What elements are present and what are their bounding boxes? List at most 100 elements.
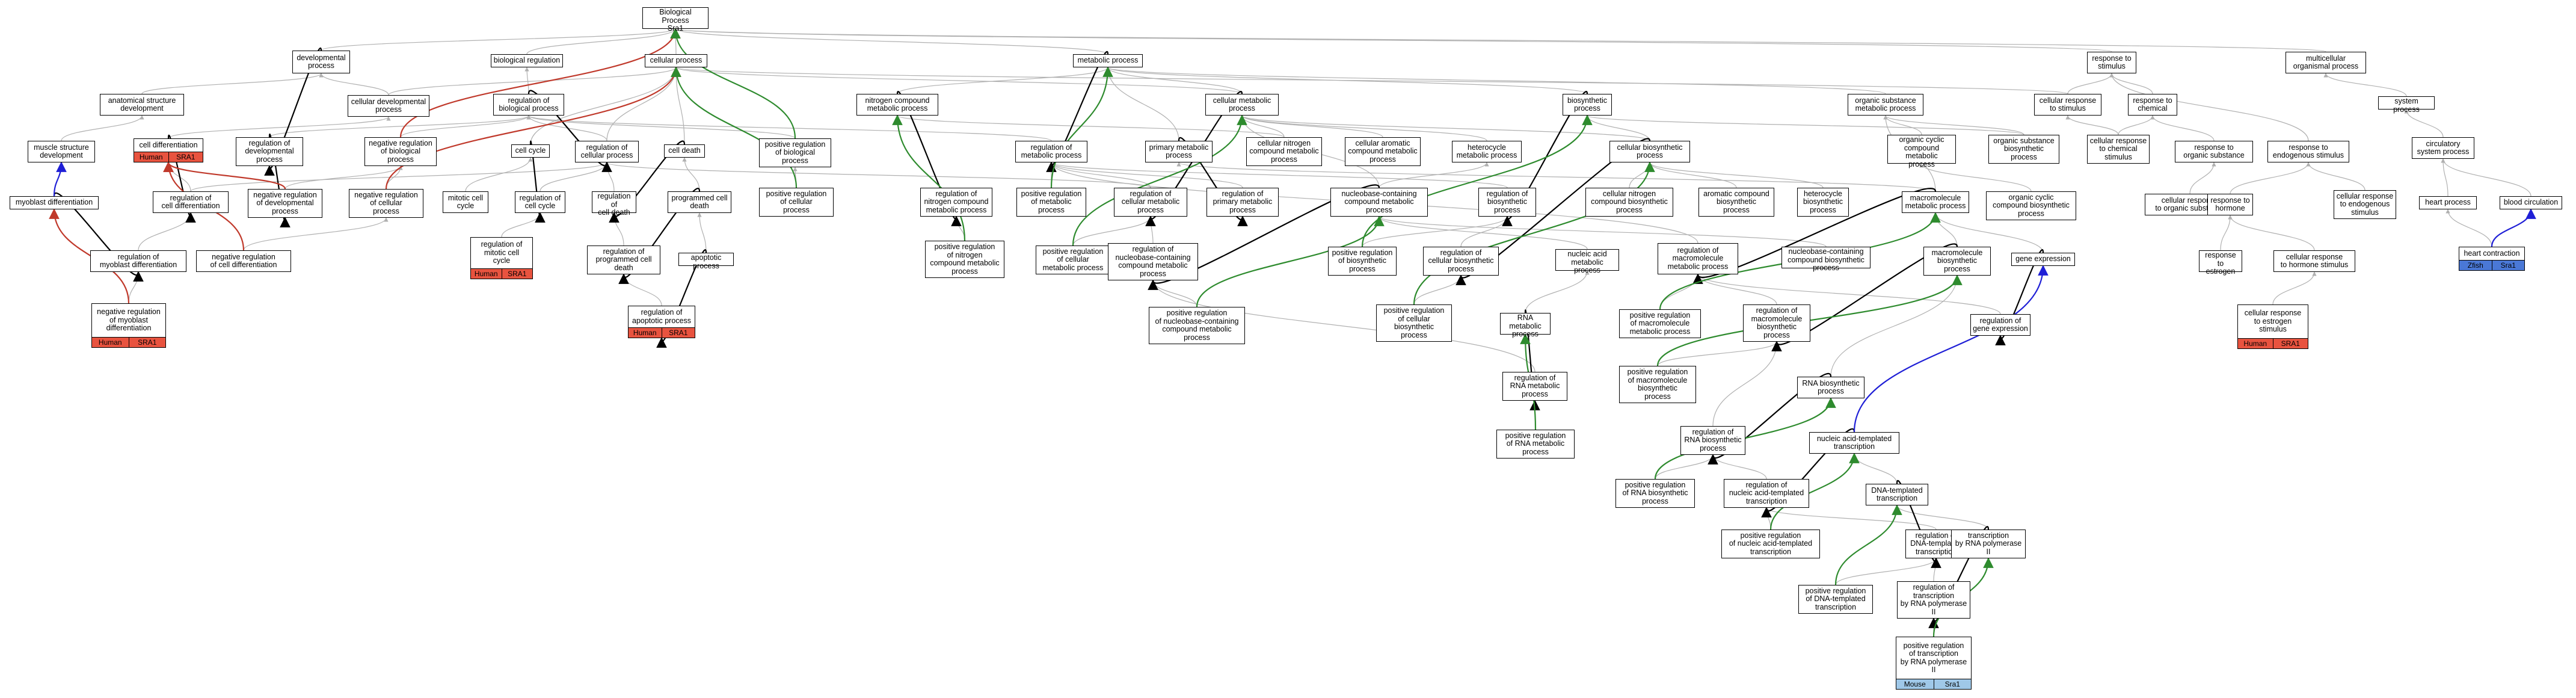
go-term-node-regmacro[interactable]: regulation of macromolecule metabolic pr… — [1658, 243, 1738, 274]
go-term-node-metab[interactable]: metabolic process — [1073, 54, 1143, 67]
go-term-node-regmyo[interactable]: regulation of myoblast differentiation — [90, 250, 186, 272]
go-term-node-sysproc[interactable]: system process — [2378, 96, 2435, 113]
go-term-node-cellproc[interactable]: cellular process — [645, 54, 707, 67]
go-term-node-nucacid[interactable]: nucleic acid metabolic process — [1555, 249, 1619, 274]
go-term-node-dnatt[interactable]: DNA-templated transcription — [1866, 484, 1928, 505]
go-term-node-geneexp[interactable]: gene expression — [2011, 253, 2075, 266]
go-term-node-acbiosyn[interactable]: aromatic compound biosynthetic process — [1698, 188, 1774, 217]
go-term-node-ncmp[interactable]: nitrogen compound metabolic process — [856, 94, 938, 116]
go-term-node-osmp[interactable]: organic substance metabolic process — [1848, 94, 1923, 116]
go-term-node-anat[interactable]: anatomical structure development — [100, 94, 184, 116]
go-term-node-bioreg[interactable]: biological regulation — [491, 54, 563, 67]
go-term-node-bp[interactable]: Biological Process Sra1 — [642, 7, 709, 32]
go-term-node-regdev[interactable]: regulation of developmental process — [236, 137, 303, 166]
go-term-node-txpol2[interactable]: transcription by RNA polymerase II — [1951, 530, 2026, 558]
go-term-node-resp_horm[interactable]: response to hormone — [2207, 194, 2253, 215]
go-term-node-negregbio[interactable]: negative regulation of biological proces… — [364, 137, 437, 166]
go-term-node-macrobiosyn[interactable]: macromolecule biosynthetic process — [1923, 247, 1991, 276]
go-term-node-cellbiosyn[interactable]: cellular biosynthetic process — [1609, 141, 1690, 162]
go-term-node-regpcd[interactable]: regulation of programmed cell death — [587, 246, 660, 274]
go-term-node-posregdnatt[interactable]: positive regulation of DNA-templated tra… — [1798, 585, 1873, 614]
go-term-node-posregnuc[interactable]: positive regulation of nucleobase-contai… — [1149, 307, 1245, 344]
go-term-node-resp_org[interactable]: response to organic substance — [2175, 141, 2253, 162]
go-term-node-dev[interactable]: developmental process — [292, 51, 350, 73]
go-term-node-natt[interactable]: nucleic acid-templated transcription — [1809, 432, 1899, 454]
go-term-node-posregnatt[interactable]: positive regulation of nucleic acid-temp… — [1721, 530, 1820, 558]
go-term-node-nucmp[interactable]: nucleobase-containing compound metabolic… — [1330, 188, 1428, 217]
go-term-node-posregcell[interactable]: positive regulation of cellular process — [759, 188, 834, 217]
go-term-node-celldeath[interactable]: cell death — [664, 144, 705, 158]
go-term-node-posregmacrobiosyn[interactable]: positive regulation of macromolecule bio… — [1619, 366, 1696, 403]
go-term-node-regcelldiff[interactable]: regulation of cell differentiation — [153, 191, 229, 213]
go-term-node-cellmetab[interactable]: cellular metabolic process — [1205, 94, 1279, 116]
go-term-node-hetbiosyn[interactable]: heterocycle biosynthetic process — [1797, 188, 1849, 217]
go-term-node-negregdev[interactable]: negative regulation of developmental pro… — [248, 189, 322, 218]
go-term-node-resp_chem[interactable]: response to chemical — [2128, 94, 2177, 116]
go-term-node-nucbiosyn[interactable]: nucleobase-containing compound biosynthe… — [1781, 247, 1871, 272]
go-term-node-celldevproc[interactable]: cellular developmental process — [348, 95, 429, 117]
go-term-node-regtxpol2[interactable]: regulation of transcription by RNA polym… — [1897, 581, 1970, 619]
go-term-node-posregbio[interactable]: positive regulation of biological proces… — [759, 138, 831, 167]
go-term-node-posregbiosyn2[interactable]: positive regulation of biosynthetic proc… — [1328, 247, 1397, 276]
go-term-node-regncmp[interactable]: regulation of nitrogen compound metaboli… — [920, 188, 992, 217]
go-term-node-posregbiosyn[interactable]: regulation of biosynthetic process — [1478, 188, 1536, 217]
go-term-node-negregcell[interactable]: negative regulation of cellular process — [349, 189, 423, 218]
go-term-node-circ[interactable]: circulatory system process — [2412, 137, 2474, 159]
go-term-node-regcellmetab[interactable]: regulation of cellular metabolic process — [1114, 188, 1187, 217]
go-term-node-regcellmetab_b[interactable]: positive regulation of cellular metaboli… — [1036, 246, 1110, 274]
go-term-node-apop[interactable]: apoptotic process — [678, 253, 734, 270]
go-term-node-mitotic[interactable]: mitotic cell cycle — [443, 191, 488, 213]
go-term-node-regcellmetab_a[interactable]: positive regulation of metabolic process — [1016, 188, 1086, 217]
go-term-node-primmetab[interactable]: primary metabolic process — [1145, 141, 1213, 162]
go-term-node-rnametab[interactable]: RNA metabolic process — [1500, 313, 1551, 338]
go-term-node-osbiosyn[interactable]: organic substance biosynthetic process — [1988, 135, 2059, 164]
go-term-node-cacmp[interactable]: cellular aromatic compound metabolic pro… — [1345, 137, 1421, 166]
go-term-node-musdev[interactable]: muscle structure development — [28, 141, 95, 162]
go-term-node-regrnabiosyn[interactable]: regulation of RNA biosynthetic process — [1680, 426, 1745, 455]
go-term-node-heart[interactable]: heart process — [2419, 196, 2477, 209]
go-term-node-negregcd[interactable]: negative regulation of cell differentiat… — [196, 250, 291, 272]
go-term-node-macro[interactable]: macromolecule metabolic process — [1902, 191, 1969, 213]
go-term-node-regrnametab[interactable]: regulation of RNA metabolic process — [1502, 372, 1567, 401]
go-term-node-resp_stim[interactable]: response to stimulus — [2087, 52, 2136, 73]
go-term-node-cellresp_stim[interactable]: cellular response to stimulus — [2034, 94, 2101, 116]
go-term-node-cncmp[interactable]: cellular nitrogen compound metabolic pro… — [1246, 137, 1322, 166]
go-term-node-posregtxpol2[interactable]: positive regulation of transcription by … — [1896, 637, 1972, 690]
go-term-node-cellcycle[interactable]: cell cycle — [511, 144, 550, 158]
go-term-node-cr_endo[interactable]: cellular response to endogenous stimulus — [2334, 190, 2396, 219]
go-term-node-cnbiosyn[interactable]: cellular nitrogen compound biosynthetic … — [1585, 188, 1673, 217]
go-term-node-myodiff[interactable]: myoblast differentiation — [10, 196, 99, 209]
go-term-node-biosyn[interactable]: biosynthetic process — [1563, 94, 1612, 116]
go-term-node-posregrnabiosyn[interactable]: positive regulation of RNA biosynthetic … — [1615, 479, 1695, 508]
go-term-node-posregncmp[interactable]: positive regulation of nitrogen compound… — [925, 241, 1004, 278]
go-term-node-occmp[interactable]: organic cyclic compound metabolic proces… — [1887, 135, 1956, 168]
go-term-node-regmacrobiosyn[interactable]: regulation of macromolecule biosynthetic… — [1743, 304, 1810, 342]
go-term-node-regnatt[interactable]: regulation of nucleic acid-templated tra… — [1724, 479, 1809, 508]
go-term-node-regcd[interactable]: regulation of cell death — [592, 191, 636, 217]
go-term-node-pcd[interactable]: programmed cell death — [668, 191, 731, 213]
go-term-node-regcellproc[interactable]: regulation of cellular process — [575, 141, 639, 162]
go-term-node-multicell[interactable]: multicellular organismal process — [2286, 52, 2366, 73]
go-term-node-blood[interactable]: blood circulation — [2500, 196, 2562, 209]
go-term-node-posregmacro[interactable]: positive regulation of macromolecule met… — [1619, 309, 1701, 338]
go-term-node-cr_horm[interactable]: cellular response to hormone stimulus — [2273, 250, 2355, 272]
go-term-node-cr_chem[interactable]: cellular response to chemical stimulus — [2087, 135, 2150, 164]
go-term-node-regcc[interactable]: regulation of cell cycle — [515, 191, 565, 213]
go-term-node-regmetab[interactable]: regulation of metabolic process — [1015, 141, 1087, 162]
go-term-node-rnabiosyn[interactable]: RNA biosynthetic process — [1797, 377, 1864, 398]
go-term-node-regprim[interactable]: regulation of primary metabolic process — [1207, 188, 1279, 217]
go-term-node-resp_endo[interactable]: response to endogenous stimulus — [2267, 141, 2349, 162]
go-term-node-regbioproc[interactable]: regulation of biological process — [493, 94, 564, 116]
go-term-node-regcellbiosyn[interactable]: regulation of cellular biosynthetic proc… — [1423, 247, 1499, 276]
go-term-node-hetmetab[interactable]: heterocycle metabolic process — [1452, 141, 1522, 162]
go-term-node-occbiosyn[interactable]: organic cyclic compound biosynthetic pro… — [1986, 191, 2076, 220]
go-term-node-negregmyo[interactable]: negative regulation of myoblast differen… — [91, 303, 166, 348]
go-term-node-reggeneexp[interactable]: regulation of gene expression — [1970, 314, 2030, 336]
go-term-node-posregcellbiosyn[interactable]: positive regulation of cellular biosynth… — [1376, 304, 1452, 342]
go-term-node-posregrnametab[interactable]: positive regulation of RNA metabolic pro… — [1496, 430, 1575, 459]
